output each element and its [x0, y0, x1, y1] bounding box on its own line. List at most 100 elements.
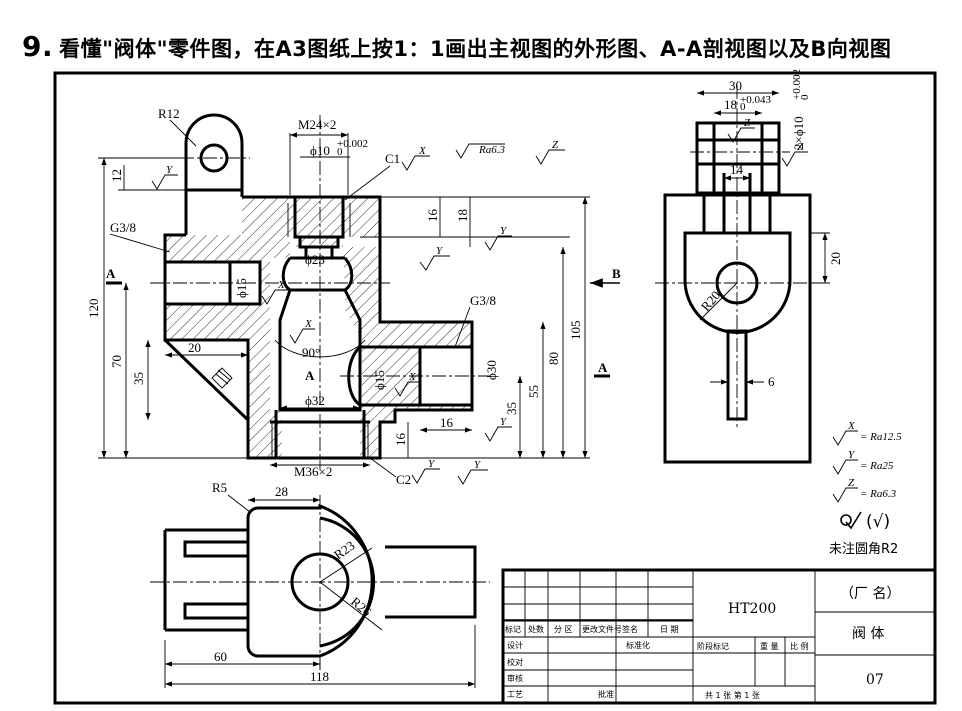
dim-18: 18 — [455, 209, 470, 222]
note-z-letter: Z — [848, 477, 855, 489]
front-view: R12 M24×2 ϕ10 +0.002 0 C1 Ra6.3 G3/8 G3/… — [86, 106, 621, 487]
dim-16c: 16 — [440, 415, 454, 430]
rough-z-1: Z — [552, 139, 559, 151]
tb-scale: 比 例 — [790, 641, 809, 651]
rough-x-4: X — [304, 318, 313, 330]
side-rough-z — [727, 127, 755, 143]
rough-y-4: Y — [500, 416, 508, 428]
drawing-frame — [53, 71, 937, 705]
top-inner-arc — [319, 516, 376, 648]
front-ear — [184, 113, 244, 190]
top-dim-60: 60 — [214, 649, 227, 664]
side-rough-z2 — [781, 151, 808, 167]
problem-text: 看懂"阀体"零件图，在A3图纸上按1：1画出主视图的外形图、A-A剖视图以及B向… — [59, 37, 892, 61]
side-fork-legs — [702, 173, 772, 233]
problem-title: 9.看懂"阀体"零件图，在A3图纸上按1：1画出主视图的外形图、A-A剖视图以及… — [22, 30, 891, 63]
note-rest-check — [845, 511, 862, 530]
top-rib-upper — [183, 540, 250, 558]
rough-x-1: X — [418, 145, 427, 157]
rough-x-2: X — [277, 279, 286, 291]
note-fillet: 未注圆角R2 — [829, 542, 898, 557]
dim-16b: 16 — [393, 433, 408, 447]
top-r5-leader — [227, 494, 251, 513]
section-a-left: A — [106, 266, 116, 281]
note-rest-circle — [840, 514, 852, 526]
note-rest: (√) — [866, 512, 890, 532]
c2-leader — [369, 457, 397, 478]
phi10-tol: +0.002 — [337, 138, 368, 150]
tb-sheets: 共 1 张 第 1 张 — [705, 690, 760, 700]
tb-drawing-no: 07 — [866, 672, 884, 688]
phi30-label: ϕ30 — [484, 360, 499, 380]
phi10-tol2: 0 — [337, 146, 343, 158]
side-plate — [663, 193, 812, 464]
phi15-bot-label: ϕ15 — [372, 370, 387, 390]
front-right-dims — [360, 196, 590, 459]
note-z-symbol — [832, 487, 858, 503]
dim-20: 20 — [188, 340, 201, 355]
side-dim-30: 30 — [729, 78, 742, 93]
side-dim-14: 14 — [730, 162, 744, 177]
g38-right-leader — [454, 306, 471, 348]
angle-label: 90° — [302, 345, 320, 360]
title-block: 标记 处数 分 区 更改文件号 签名 日 期 设计 校对 审核 工艺 标准化 批… — [501, 568, 937, 705]
top-dim-118: 118 — [310, 669, 329, 684]
side-dim-20: 20 — [828, 252, 843, 265]
side-rough-z-letter: Z — [744, 117, 751, 129]
tb-material: HT200 — [728, 601, 776, 617]
side-dim-18-tol2: 0 — [740, 101, 746, 113]
top-r26-leader — [319, 581, 383, 631]
tb-h-5: 日 期 — [660, 625, 679, 634]
side-dim-6: 6 — [768, 374, 775, 389]
tb-part-name: 阀 体 — [852, 626, 884, 642]
side-dim-18-tol: +0.043 — [740, 94, 771, 106]
front-ear-neck — [184, 190, 244, 235]
title-block-frame — [501, 568, 937, 705]
angle-arc — [274, 339, 366, 358]
top-dim-r5: R5 — [212, 480, 227, 495]
front-body-outline — [163, 195, 474, 460]
tb-h-3: 更改文件号 — [582, 624, 622, 634]
dim-16a: 16 — [425, 209, 440, 223]
phi23-label: ϕ23 — [305, 252, 325, 267]
dim-105: 105 — [568, 321, 583, 341]
note-x-symbol — [832, 430, 858, 446]
side-dim-2x10-tol2: 0 — [799, 94, 811, 100]
side-view: 30 18 +0.043 0 14 2×ϕ10 +0.002 0 20 R20 … — [655, 69, 843, 464]
note-y-eq: = Ra25 — [860, 460, 894, 472]
dim-70: 70 — [109, 355, 124, 368]
note-x-eq: = Ra12.5 — [860, 431, 902, 443]
dim-35b: 35 — [504, 402, 519, 415]
problem-number: 9. — [22, 30, 54, 63]
phi15-top-label: ϕ15 — [234, 278, 249, 298]
dim-80: 80 — [546, 352, 561, 365]
ra63-symbol — [455, 143, 505, 159]
g38-left-label: G3/8 — [110, 220, 136, 235]
dim-12: 12 — [109, 169, 124, 182]
side-fork-slot — [712, 121, 764, 195]
m36-label: M36×2 — [294, 464, 332, 479]
ra63-top: Ra6.3 — [478, 144, 505, 156]
g38-left-leader — [109, 233, 171, 253]
side-dim-2x10: 2×ϕ10 — [791, 116, 806, 150]
top-view: R5 28 R23 R26 60 118 — [150, 480, 490, 688]
top-dim-28: 28 — [275, 484, 288, 499]
c1-label: C1 — [385, 151, 400, 166]
rough-y-3: Y — [436, 245, 444, 257]
rough-y-6: Y — [428, 458, 436, 470]
note-y-symbol — [832, 459, 858, 475]
dim-120: 120 — [86, 299, 101, 319]
top-r23-leader — [319, 547, 373, 583]
front-rib-section — [211, 367, 233, 389]
m24-label: M24×2 — [298, 117, 336, 132]
tb-factory: （厂 名） — [840, 586, 900, 602]
tb-weight: 重 量 — [760, 641, 779, 651]
tb-stage: 阶段标记 — [697, 641, 729, 651]
note-y-letter: Y — [848, 449, 856, 461]
rough-x-3: X — [408, 371, 417, 383]
top-rib-lower — [183, 602, 250, 620]
rough-y-5: Y — [474, 459, 482, 471]
r12-label: R12 — [158, 106, 180, 121]
side-dim-18: 18 — [724, 97, 737, 112]
